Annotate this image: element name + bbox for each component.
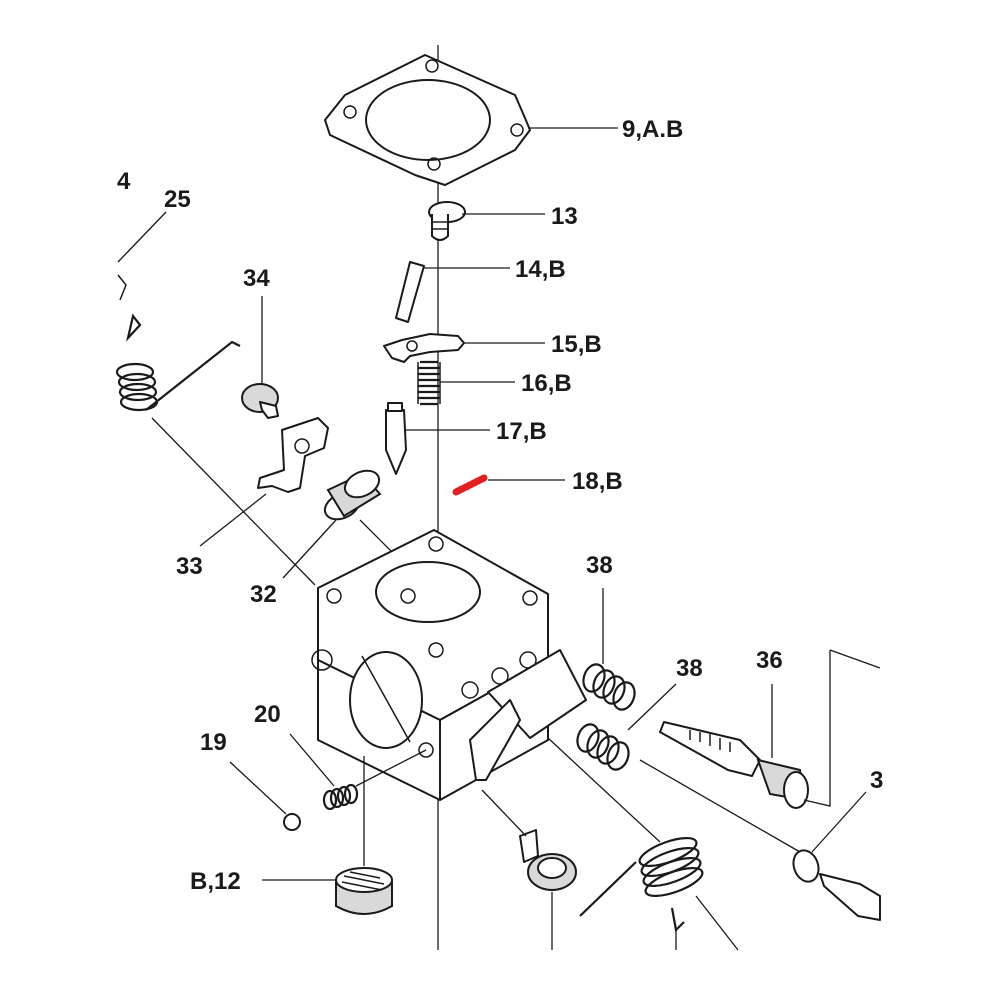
part-12-filter-screen [335,867,393,915]
callout-13: 13 [551,203,578,230]
callout-4: 4 [117,168,131,195]
part-19-o-ring [283,813,301,831]
part-14-pin [395,261,425,323]
callout-25: 25 [164,186,191,213]
callout-38-lower: 38 [676,655,703,682]
part-washer-right [792,849,820,883]
part-lower-spring [579,836,704,933]
callout-16: 16,B [521,370,572,397]
callout-32: 32 [250,581,277,608]
callout-15: 15,B [551,331,602,358]
callout-14: 14,B [515,256,566,283]
callout-34: 34 [243,265,270,292]
carburetor-body [311,529,587,801]
callout-19: 19 [200,729,227,756]
callout-38-upper: 38 [586,552,613,579]
part-17-needle [385,402,407,475]
part-9-gasket [324,54,531,186]
callout-3-partial: 3 [870,767,883,794]
callout-9: 9,A.B [622,116,683,143]
part-18-highlighted-pin [452,474,488,496]
part-34-cap-screw [241,383,279,419]
callout-17: 17,B [496,418,547,445]
part-33-bracket [257,417,329,493]
callout-36: 36 [756,647,783,674]
part-lever-spring-left [115,313,241,412]
part-needle-right [819,873,881,921]
part-lower-screw [519,829,577,891]
part-38-spring-upper [582,663,636,711]
callout-18: 18,B [572,468,623,495]
callout-20: 20 [254,701,281,728]
part-36-adjusting-needle [659,721,809,809]
callout-12: B,12 [190,868,241,895]
part-32-bushing [323,469,382,521]
part-20-spring [322,783,359,811]
part-38-spring-lower [576,723,630,771]
part-13-screw [428,201,466,241]
part-25-pin [117,274,127,301]
part-16-spring [417,360,441,406]
part-15-lever [383,333,465,363]
callout-33: 33 [176,553,203,580]
